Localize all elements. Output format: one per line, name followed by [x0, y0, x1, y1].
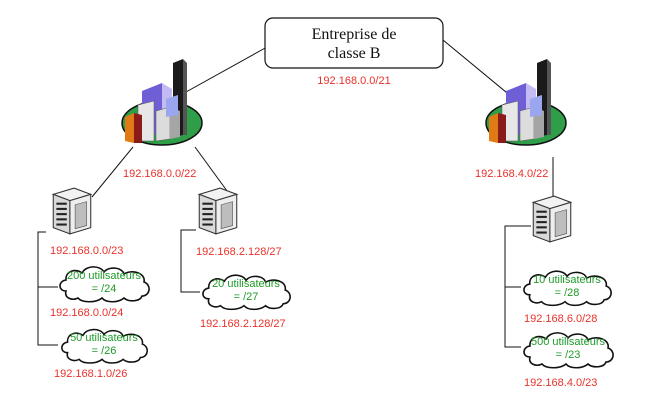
- left-a-cloud2-line1: 50 utilisateurs: [70, 332, 138, 344]
- left-server-a-network-label: 192.168.0.0/23: [50, 245, 123, 257]
- root-title-line1: Entreprise de: [312, 26, 397, 43]
- left-a-cloud1-line2: = /24: [92, 283, 117, 295]
- right-cloud2-network-label: 192.168.4.0/23: [524, 377, 597, 389]
- tree-left-b: [180, 229, 200, 293]
- right-cloud1-line1: 10 utilisateurs: [533, 274, 601, 286]
- right-cloud1-line2: = /28: [555, 287, 580, 299]
- left-site-network-label: 192.168.0.0/22: [123, 168, 196, 180]
- left-server-b-icon: [198, 187, 238, 235]
- root-network-label: 192.168.0.0/21: [317, 75, 390, 87]
- left-a-cloud2-line2: = /26: [92, 345, 117, 357]
- right-server-icon: [532, 195, 572, 243]
- link-left-server-a: [91, 146, 134, 198]
- left-b-cloud1-line1: 20 utilisateurs: [212, 278, 280, 290]
- left-b-cloud1-network-label: 192.168.2.128/27: [200, 318, 286, 330]
- left-server-a-icon: [52, 187, 92, 235]
- left-b-cloud1-line2: = /27: [234, 291, 259, 303]
- left-a-cloud2-network-label: 192.168.1.0/26: [54, 368, 127, 380]
- right-site-network-label: 192.168.4.0/22: [475, 168, 548, 180]
- left-site-city-icon: [121, 58, 203, 146]
- right-cloud1-network-label: 192.168.6.0/28: [524, 313, 597, 325]
- tree-left-a: [37, 231, 58, 346]
- left-server-b-network-label: 192.168.2.128/27: [196, 246, 282, 258]
- right-cloud2-line2: = /23: [556, 349, 581, 361]
- root-title-line2: classe B: [328, 45, 381, 62]
- root-node-box: [264, 17, 444, 69]
- left-a-cloud1-line1: 200 utilisateurs: [67, 270, 141, 282]
- right-cloud2-line1: 500 utilisateurs: [531, 336, 605, 348]
- left-a-cloud1-network-label: 192.168.0.0/24: [50, 307, 123, 319]
- link-root-right: [442, 39, 519, 103]
- link-left-server-b: [194, 146, 231, 196]
- right-site-city-icon: [485, 58, 567, 146]
